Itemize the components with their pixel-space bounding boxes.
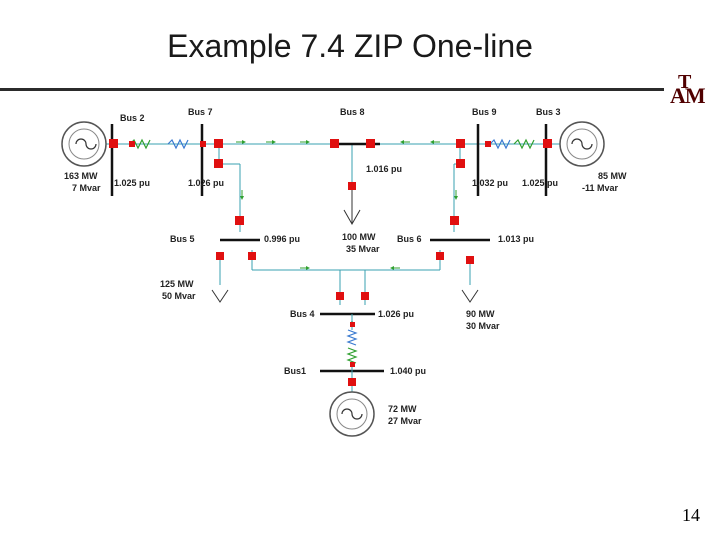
bus-label-4: Bus 4 bbox=[290, 309, 315, 319]
xfmr-9-3-b bbox=[513, 138, 535, 150]
bus-label-3: Bus 3 bbox=[536, 107, 561, 117]
breaker[interactable] bbox=[129, 141, 135, 147]
breaker[interactable] bbox=[366, 139, 375, 148]
loads bbox=[211, 190, 479, 303]
xfmr-9-3-a bbox=[489, 138, 511, 150]
breaker[interactable] bbox=[248, 252, 256, 260]
gen-3-mw: 85 MW bbox=[598, 171, 627, 181]
voltage-bus-5: 0.996 pu bbox=[264, 234, 300, 244]
bus-bars bbox=[110, 124, 548, 373]
breaker[interactable] bbox=[456, 159, 465, 168]
breaker[interactable] bbox=[200, 141, 206, 147]
gen-3-mvar: -11 Mvar bbox=[582, 183, 619, 193]
breaker[interactable] bbox=[361, 292, 369, 300]
breaker[interactable] bbox=[214, 139, 223, 148]
bus-label-7: Bus 7 bbox=[188, 107, 213, 117]
breaker[interactable] bbox=[330, 139, 339, 148]
page-number: 14 bbox=[682, 505, 700, 525]
xfmr-4-1-b bbox=[346, 347, 358, 364]
voltage-bus-1: 1.040 pu bbox=[390, 366, 426, 376]
breaker[interactable] bbox=[235, 216, 244, 225]
breaker[interactable] bbox=[350, 322, 355, 327]
load-6-mvar: 30 Mvar bbox=[466, 321, 500, 331]
gen-2-mvar: 7 Mvar bbox=[72, 183, 101, 193]
breakers[interactable] bbox=[109, 139, 552, 386]
breaker[interactable] bbox=[450, 216, 459, 225]
generator-2[interactable] bbox=[61, 121, 107, 167]
breaker[interactable] bbox=[456, 139, 465, 148]
voltage-bus-4: 1.026 pu bbox=[378, 309, 414, 319]
breaker[interactable] bbox=[466, 256, 474, 264]
load-5-mvar: 50 Mvar bbox=[162, 291, 196, 301]
breaker[interactable] bbox=[348, 378, 356, 386]
breaker[interactable] bbox=[350, 362, 355, 367]
xfmr-2-7-b bbox=[167, 138, 189, 150]
bus-label-9: Bus 9 bbox=[472, 107, 497, 117]
bus-label-6: Bus 6 bbox=[397, 234, 422, 244]
voltage-bus-6: 1.013 pu bbox=[498, 234, 534, 244]
breaker[interactable] bbox=[109, 139, 118, 148]
breaker[interactable] bbox=[485, 141, 491, 147]
load-5-mw: 125 MW bbox=[160, 279, 194, 289]
voltage-bus-3: 1.025 pu bbox=[522, 178, 558, 188]
breaker[interactable] bbox=[348, 182, 356, 190]
generator-3[interactable] bbox=[559, 121, 605, 167]
breaker[interactable] bbox=[436, 252, 444, 260]
bus-label-5: Bus 5 bbox=[170, 234, 195, 244]
breaker[interactable] bbox=[543, 139, 552, 148]
generator-1[interactable] bbox=[329, 391, 375, 437]
load-8-mvar: 35 Mvar bbox=[346, 244, 380, 254]
load-bus-5-icon bbox=[211, 289, 229, 303]
xfmr-2-7-a bbox=[129, 138, 151, 150]
gen-1-mvar: 27 Mvar bbox=[388, 416, 422, 426]
load-8-mw: 100 MW bbox=[342, 232, 376, 242]
slide-title: Example 7.4 ZIP One-line bbox=[167, 28, 533, 64]
load-6-mw: 90 MW bbox=[466, 309, 495, 319]
voltage-bus-8: 1.016 pu bbox=[366, 164, 402, 174]
voltage-bus-2: 1.025 pu bbox=[114, 178, 150, 188]
breaker[interactable] bbox=[214, 159, 223, 168]
bus-label-1: Bus1 bbox=[284, 366, 306, 376]
voltage-bus-9: 1.032 pu bbox=[472, 178, 508, 188]
voltage-bus-7: 1.026 pu bbox=[188, 178, 224, 188]
breaker[interactable] bbox=[336, 292, 344, 300]
title-divider bbox=[0, 88, 664, 91]
breaker[interactable] bbox=[216, 252, 224, 260]
gen-2-mw: 163 MW bbox=[64, 171, 98, 181]
transformers bbox=[129, 138, 535, 364]
gen-1-mw: 72 MW bbox=[388, 404, 417, 414]
bus-label-8: Bus 8 bbox=[340, 107, 365, 117]
bus-label-2: Bus 2 bbox=[120, 113, 145, 123]
xfmr-4-1-a bbox=[346, 329, 358, 346]
load-bus-6-icon bbox=[461, 289, 479, 303]
